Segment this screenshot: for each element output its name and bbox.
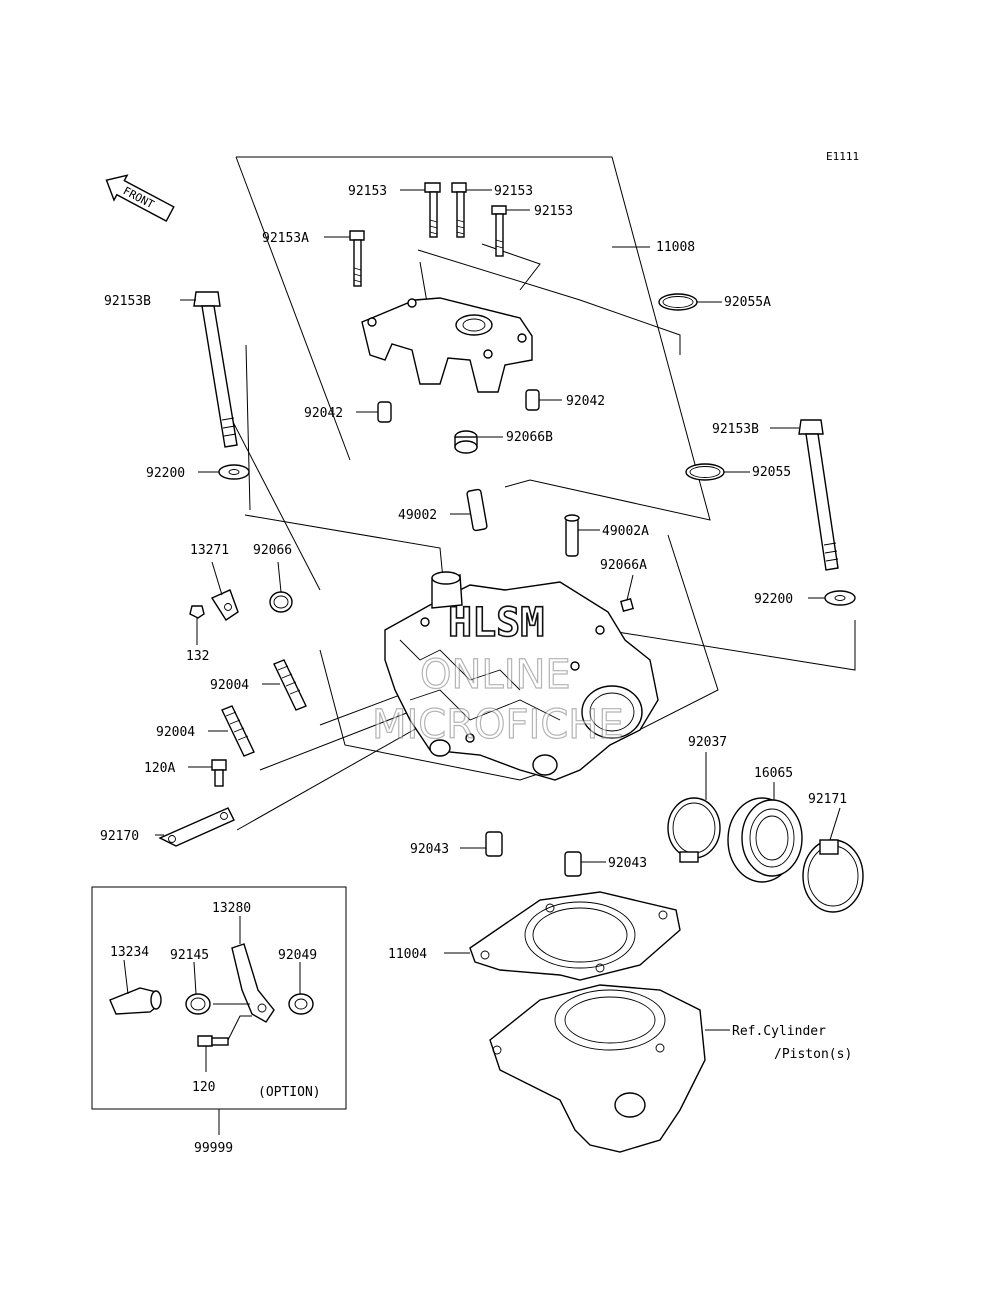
watermark-line2: ONLINE: [420, 652, 571, 698]
camshaft-holder: [361, 297, 533, 393]
label-92145: 92145: [170, 948, 209, 963]
label-92042-right: 92042: [566, 394, 605, 409]
bolt-92153-a: [424, 182, 441, 238]
watermark-line1: HLSM: [448, 600, 544, 646]
clamp-92171: [802, 839, 864, 913]
washer-92200-right: [824, 590, 856, 606]
arm-13280: [231, 943, 275, 1023]
stud-bolt-92153B-right: [798, 419, 839, 571]
clamp-92037: [667, 797, 721, 863]
label-92153B-left: 92153B: [104, 294, 151, 309]
bolt-92153-b: [451, 182, 467, 238]
dowel-pin-92042-right: [525, 389, 540, 411]
label-92066: 92066: [253, 543, 292, 558]
label-49002: 49002: [398, 508, 437, 523]
front-arrow-icon: FRONT: [105, 174, 175, 222]
ring-92066: [269, 591, 293, 613]
label-13280: 13280: [212, 901, 251, 916]
label-132: 132: [186, 649, 209, 664]
label-92200-right: 92200: [754, 592, 793, 607]
bolt-120: [197, 1035, 229, 1047]
valve-guide-49002: [466, 488, 488, 532]
label-13271: 13271: [190, 543, 229, 558]
label-49002A: 49002A: [602, 524, 649, 539]
label-92004-a: 92004: [210, 678, 249, 693]
plug-92066B: [454, 430, 478, 454]
seal-92049: [288, 993, 314, 1015]
label-92171: 92171: [808, 792, 847, 807]
stud-92004-b: [221, 705, 255, 757]
ring-92145: [185, 993, 211, 1015]
label-99999: 99999: [194, 1141, 233, 1156]
label-120: 120: [192, 1080, 215, 1095]
label-120A: 120A: [144, 761, 175, 776]
label-92153-b: 92153: [494, 184, 533, 199]
label-92004-b: 92004: [156, 725, 195, 740]
watermark-line3: MICROFICHE: [372, 702, 624, 748]
label-92153-c: 92153: [534, 204, 573, 219]
label-92153B-right: 92153B: [712, 422, 759, 437]
cylinder: [489, 984, 706, 1153]
dowel-pin-92043-left: [485, 831, 503, 857]
bolt-92153-c: [491, 205, 507, 257]
nut-132: [189, 605, 205, 619]
label-16065: 16065: [754, 766, 793, 781]
label-ref-line2: /Piston(s): [774, 1047, 852, 1062]
dowel-pin-92042-left: [377, 401, 392, 423]
watermark: HLSM ONLINE MICROFICHE: [371, 599, 624, 748]
label-11004: 11004: [388, 947, 427, 962]
diagram-code: E1111: [826, 150, 859, 163]
label-92055: 92055: [752, 465, 791, 480]
label-92037: 92037: [688, 735, 727, 750]
cylinder-head: [384, 571, 659, 781]
label-11008: 11008: [656, 240, 695, 255]
sensor-13234: [109, 987, 162, 1015]
label-92043-left: 92043: [410, 842, 449, 857]
label-92042-left: 92042: [304, 406, 343, 421]
label-13234: 13234: [110, 945, 149, 960]
dowel-pin-92043-right: [564, 851, 582, 877]
label-92153A: 92153A: [262, 231, 309, 246]
bolt-120A: [211, 759, 227, 787]
stud-92004-a: [273, 659, 307, 711]
washer-92200-left: [218, 464, 250, 480]
stud-bolt-92153B-left: [193, 291, 238, 448]
head-gasket-11004: [469, 891, 681, 981]
label-ref-line1: Ref.Cylinder: [732, 1024, 826, 1039]
label-option: (OPTION): [258, 1085, 321, 1100]
bracket-92170: [158, 807, 235, 847]
label-92055A: 92055A: [724, 295, 771, 310]
plug-92066A: [620, 598, 634, 612]
label-92153-a: 92153: [348, 184, 387, 199]
leader-lines: [123, 189, 841, 1072]
label-92066A: 92066A: [600, 558, 647, 573]
part-labels: 92153 92153 92153 92153A 11008 92153B 92…: [100, 184, 852, 1156]
bolt-92153A: [349, 230, 365, 287]
label-92066B: 92066B: [506, 430, 553, 445]
label-92049: 92049: [278, 948, 317, 963]
label-92200-left: 92200: [146, 466, 185, 481]
intake-holder-16065: [727, 797, 803, 883]
label-92170: 92170: [100, 829, 139, 844]
valve-guide-49002A: [564, 514, 580, 557]
label-92043-right: 92043: [608, 856, 647, 871]
